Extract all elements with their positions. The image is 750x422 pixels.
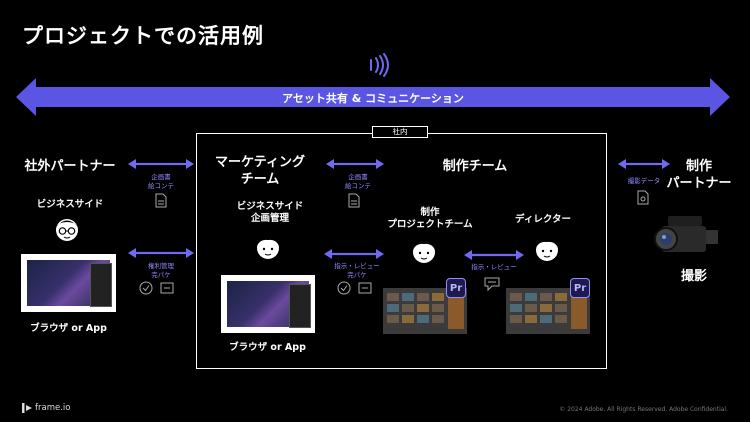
browser-or-app-label-2: ブラウザ or App (229, 342, 306, 353)
browser-app-screenshot-2 (221, 275, 315, 333)
double-arrow (324, 249, 384, 259)
marketing-team-label: マーケティング チーム (215, 155, 305, 187)
copyright-text: © 2024 Adobe. All Rights Reserved. Adobe… (559, 406, 728, 413)
wave-icon (370, 53, 389, 77)
double-arrow (618, 159, 670, 169)
shooting-label: 撮影 (680, 269, 707, 284)
person-icon (536, 236, 558, 261)
person-icon (257, 234, 279, 259)
browser-app-screenshot-1 (21, 254, 116, 312)
double-arrow (128, 159, 194, 169)
director-label: ディレクター (515, 214, 571, 225)
external-partner-label: 社外パートナー (24, 159, 116, 174)
plan-storyboard-label-1: 企画書 絵コンテ (148, 173, 174, 190)
check-approve-icon (337, 281, 372, 295)
shooting-data-label: 撮影データ (627, 177, 661, 185)
business-side-label: ビジネスサイド (36, 199, 104, 210)
editing-screenshot-1 (383, 288, 467, 334)
business-planning-label: ビジネスサイド 企画管理 (236, 201, 304, 224)
banner-arrow (16, 78, 730, 116)
production-partner-label: 制作 パートナー (666, 159, 732, 191)
page-title: プロジェクトでの活用例 (22, 24, 264, 48)
double-arrow (464, 250, 524, 260)
check-approve-icon (139, 281, 174, 295)
production-project-team-label: 制作 プロジェクトチーム (387, 207, 473, 230)
browser-or-app-label-1: ブラウザ or App (30, 323, 107, 334)
premiere-pro-icon: Pr (570, 278, 590, 298)
instruction-review-delivery-label: 指示・レビュー 完パケ (334, 262, 380, 279)
rights-delivery-label: 権利管理 完パケ (148, 262, 174, 279)
frameio-logo-icon (22, 403, 32, 413)
document-icon (348, 193, 360, 208)
instruction-review-label: 指示・レビュー (471, 263, 517, 271)
internal-box-label: 社内 (372, 126, 428, 138)
double-arrow (326, 159, 384, 169)
double-arrow (128, 248, 194, 258)
plan-storyboard-label-2: 企画書 絵コンテ (345, 173, 371, 190)
video-camera-icon (654, 216, 718, 252)
person-glasses-icon (56, 219, 78, 241)
frameio-logo-text: frame.io (35, 403, 71, 413)
person-icon (413, 238, 435, 263)
banner-label: アセット共有 & コミュニケーション (282, 92, 464, 105)
comment-icon (484, 277, 500, 291)
frameio-logo: frame.io (22, 403, 70, 413)
production-team-label: 制作チーム (442, 159, 508, 174)
file-icon (637, 190, 649, 205)
premiere-pro-icon: Pr (446, 278, 466, 298)
document-icon (155, 193, 167, 208)
